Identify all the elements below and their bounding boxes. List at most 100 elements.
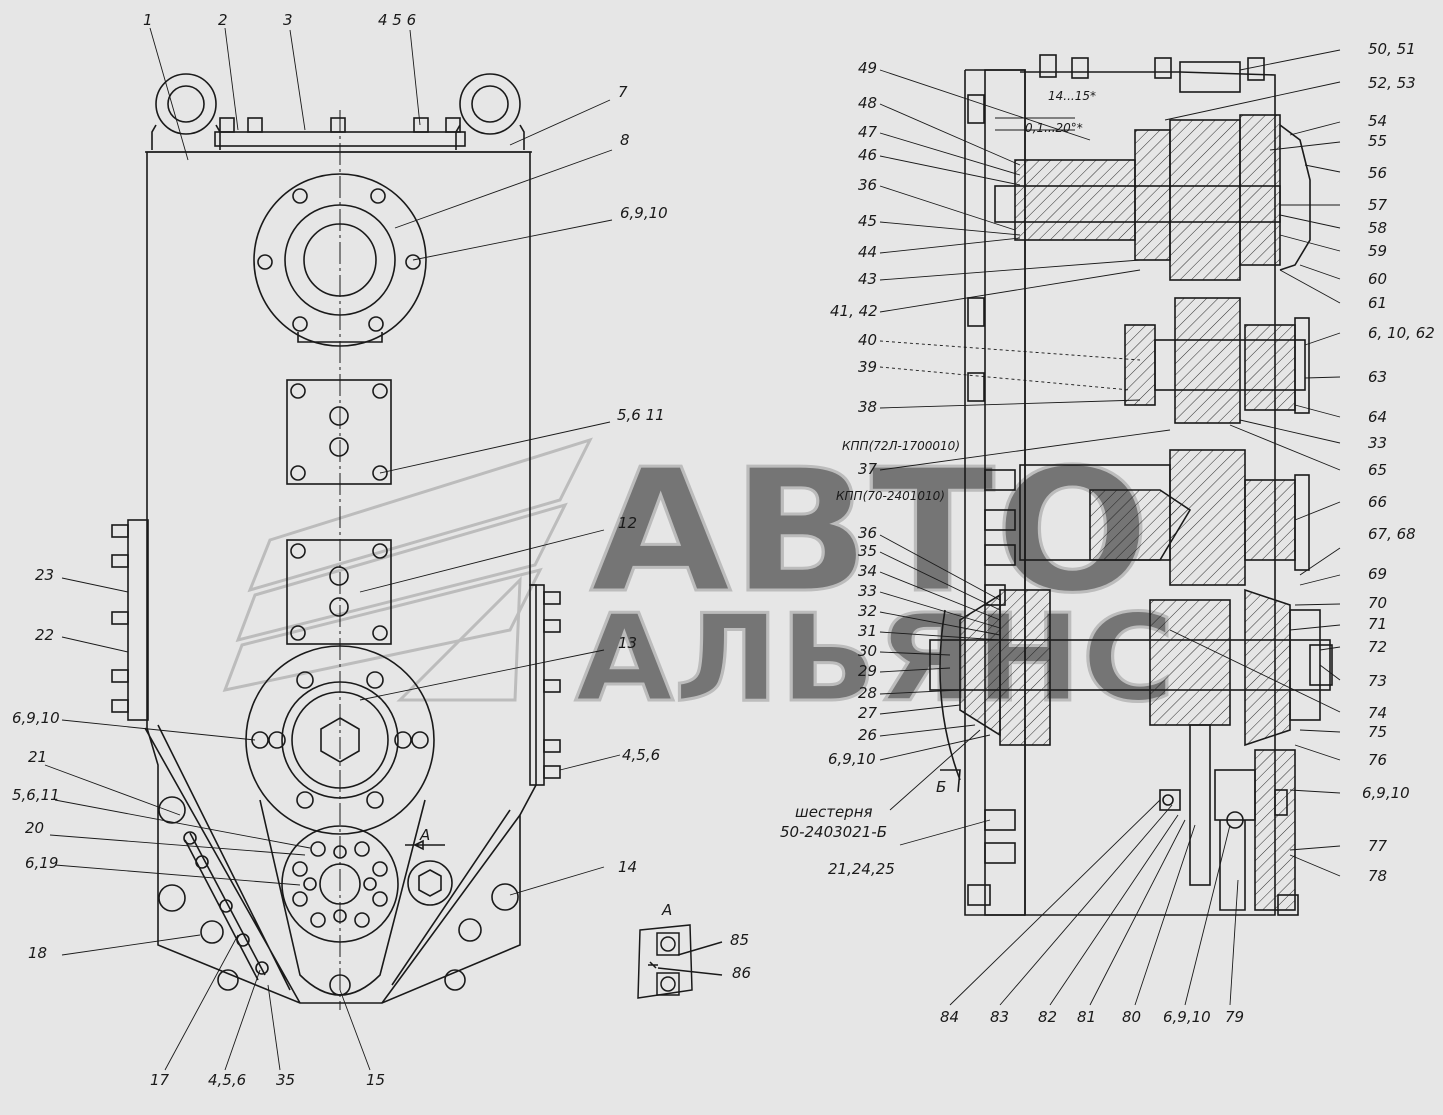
callout-73: 73 (1368, 672, 1387, 690)
kpp-note-1: КПП(72Л-1700010) (842, 439, 960, 453)
callout-4-5-6-top: 4 5 6 (378, 11, 416, 29)
callout-67-68: 67, 68 (1368, 525, 1416, 543)
section-b-marker: Б (936, 778, 946, 796)
callout-49: 49 (858, 59, 877, 77)
callout-18: 18 (28, 944, 47, 962)
callout-57: 57 (1368, 196, 1388, 214)
callout-15: 15 (366, 1071, 385, 1089)
lifting-eye-left (151, 73, 221, 150)
callout-76: 76 (1368, 751, 1387, 769)
leader-lines (44, 27, 1341, 1071)
callout-13: 13 (618, 634, 637, 652)
callout-74: 74 (1368, 704, 1387, 722)
lifting-eye-right (455, 73, 525, 150)
callout-63: 63 (1368, 368, 1387, 386)
section-a-marker: А (419, 826, 430, 844)
callout-75: 75 (1368, 723, 1387, 741)
callout-45: 45 (858, 212, 877, 230)
callout-12: 12 (618, 514, 637, 532)
callout-85: 85 (730, 931, 749, 949)
callout-6-9-10-b: 6,9,10 (12, 709, 60, 727)
dimension-note-1: 14...15* (1048, 89, 1096, 103)
callout-5-6-11-a: 5,6 11 (617, 406, 665, 424)
callout-69: 69 (1368, 565, 1387, 583)
callout-48: 48 (858, 94, 877, 112)
view-a-title: А (661, 901, 672, 919)
callout-6-9-10-bottom: 6,9,10 (1163, 1008, 1211, 1026)
callout-5-6-11-b: 5,6,11 (12, 786, 60, 804)
top-bolts (219, 117, 461, 133)
callout-56: 56 (1368, 164, 1387, 182)
callout-79: 79 (1225, 1008, 1244, 1026)
callout-33-b: 33 (1368, 434, 1387, 452)
skirt-bolts (183, 831, 269, 975)
callout-41-42: 41, 42 (830, 302, 878, 320)
dimension-note-2: 0,1...20°* (1025, 121, 1083, 135)
callout-50-51: 50, 51 (1368, 40, 1416, 58)
view-a-detail (637, 924, 723, 999)
callout-4-5-6-r: 4,5,6 (622, 746, 660, 764)
callout-65: 65 (1368, 461, 1387, 479)
callout-82: 82 (1038, 1008, 1057, 1026)
callout-54: 54 (1368, 112, 1387, 130)
kpp-note-2: КПП(70-2401010) (836, 489, 945, 503)
bottom-labels: 84 83 82 81 80 6,9,10 79 (940, 1008, 1244, 1026)
callout-8: 8 (620, 131, 630, 149)
callout-27: 27 (858, 704, 878, 722)
callout-70: 70 (1368, 594, 1387, 612)
callout-81: 81 (1077, 1008, 1096, 1026)
sprocket-flange (281, 825, 399, 943)
callout-72: 72 (1368, 638, 1387, 656)
callout-78: 78 (1368, 867, 1387, 885)
right-side-plate (529, 584, 561, 786)
callout-6-10-62: 6, 10, 62 (1368, 324, 1435, 342)
view-a-labels: А 85 86 (661, 901, 751, 982)
callout-3: 3 (283, 11, 293, 29)
callout-31: 31 (858, 622, 877, 640)
watermark: АВТО АЛЬЯНС (222, 432, 1177, 731)
front-view (111, 73, 561, 1010)
callout-46: 46 (858, 146, 877, 164)
callout-55: 55 (1368, 132, 1387, 150)
callout-6-9-10-section: 6,9,10 (828, 750, 876, 768)
callout-80: 80 (1122, 1008, 1141, 1026)
callout-23: 23 (35, 566, 54, 584)
callout-20: 20 (25, 819, 44, 837)
watermark-logo-stripes (222, 437, 593, 702)
callout-4-5-6-b: 4,5,6 (208, 1071, 246, 1089)
callout-84: 84 (940, 1008, 959, 1026)
lower-flange (245, 645, 435, 835)
callout-21-24-25: 21,24,25 (828, 860, 895, 878)
gear-note-line1: шестерня (795, 803, 873, 821)
callout-47: 47 (858, 123, 878, 141)
callout-38: 38 (858, 398, 877, 416)
callout-30: 30 (858, 642, 877, 660)
callout-35-section: 35 (858, 542, 877, 560)
callout-6-9-10-right: 6,9,10 (1362, 784, 1410, 802)
callout-21: 21 (28, 748, 47, 766)
callout-77: 77 (1368, 837, 1388, 855)
section-view (929, 54, 1333, 916)
callout-61: 61 (1368, 294, 1387, 312)
square-cover-lower (286, 539, 392, 645)
callout-60: 60 (1368, 270, 1387, 288)
callout-6-19: 6,19 (25, 854, 58, 872)
callout-37: 37 (858, 460, 878, 478)
section-right-labels: 50, 51 52, 53 54 55 56 57 58 59 60 61 6,… (1362, 40, 1435, 885)
callout-83: 83 (990, 1008, 1009, 1026)
callout-1: 1 (143, 11, 153, 29)
section-left-labels: 49 48 47 46 36 45 44 43 41, 42 40 39 38 … (780, 59, 1096, 878)
callout-33-a: 33 (858, 582, 877, 600)
callout-52-53: 52, 53 (1368, 74, 1416, 92)
watermark-line1: АВТО (590, 433, 1150, 631)
callout-34: 34 (858, 562, 877, 580)
callout-39: 39 (858, 358, 877, 376)
callout-36-a: 36 (858, 176, 877, 194)
left-side-plate (111, 519, 149, 721)
callout-17: 17 (150, 1071, 170, 1089)
callout-86: 86 (732, 964, 751, 982)
square-cover-upper (286, 379, 392, 485)
left-view-labels: 1 2 3 4 5 6 7 8 6,9,10 5,6 11 12 13 23 2… (12, 11, 668, 1089)
upper-flange (253, 173, 427, 347)
